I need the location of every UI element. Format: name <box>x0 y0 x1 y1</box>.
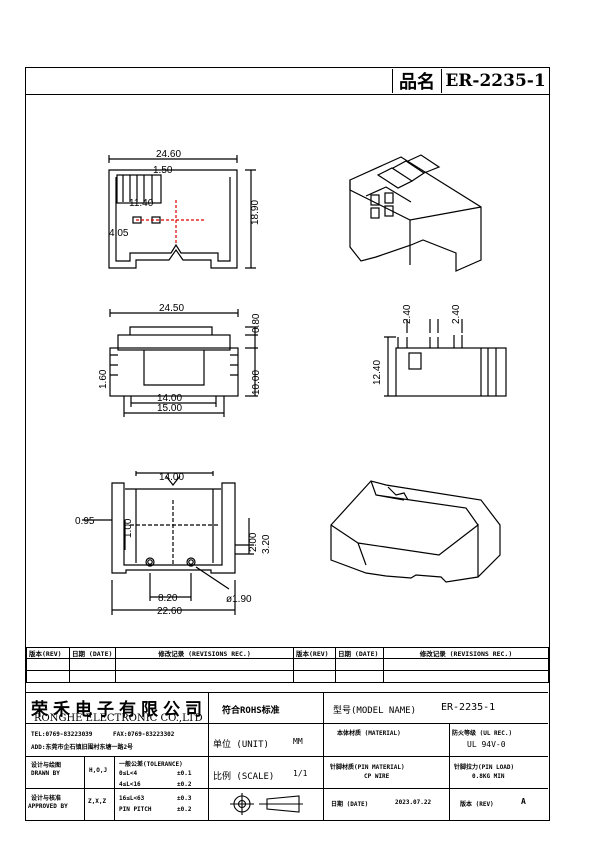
drawn-by-label: 设计与绘图 <box>31 762 62 769</box>
revision-header: 日期 (DATE) <box>335 647 384 659</box>
scale-label: 比例 (SCALE) <box>213 772 275 782</box>
model-label: 型号(MODEL NAME) <box>333 706 417 716</box>
tolerance-value: ±0.2 <box>177 781 192 788</box>
tolerance-range: PIN PITCH <box>119 806 152 813</box>
dim-front-height: 18.90 <box>250 200 261 225</box>
revision-header-row: 版本(REV) 日期 (DATE) 修改记录 (REVISIONS REC.) … <box>26 647 549 659</box>
sheet-frame <box>25 67 550 821</box>
revision-row <box>26 670 549 683</box>
approved-by-label: 设计与核准 <box>31 795 62 802</box>
dim-bottom-pitch: 8.20 <box>158 593 178 604</box>
drawn-by-en: DRAWN BY <box>31 770 60 777</box>
approved-by-en: APPROVED BY <box>28 803 68 810</box>
tolerance-range: 4≤L<16 <box>119 781 141 788</box>
rev-label: 版本 (REV) <box>460 801 494 808</box>
material-label: 本体材质 (MATERIAL) <box>337 730 401 737</box>
company-address: ADD:东莞市企石镇旧围村东塘一路2号 <box>31 744 134 751</box>
right-view <box>384 319 507 397</box>
technical-drawing: 24.60 1.50 11.40 4.05 18.90 24.50 0.80 1… <box>75 149 507 617</box>
dim-side-left: 1.60 <box>98 369 109 389</box>
part-name: ER-2235-1 <box>441 69 549 93</box>
tolerance-value: ±0.1 <box>177 770 192 777</box>
company-name-en: RONGHE ELECTRONIC CO.,LTD <box>34 713 203 724</box>
flame-label: 防火等级 (UL REC.) <box>452 730 513 737</box>
tolerance-value: ±0.2 <box>177 806 192 813</box>
dim-side-height: 10.00 <box>251 370 262 395</box>
dim-bottom-right2: 3.20 <box>261 534 272 554</box>
company-fax: FAX:0769-83223302 <box>113 731 175 738</box>
dim-right-pin1: 2.40 <box>402 304 413 324</box>
pin-load-value: 0.8KG MIN <box>472 773 505 780</box>
date-label: 日期 (DATE) <box>331 801 369 808</box>
dim-side-bottom2: 15.00 <box>157 403 182 414</box>
dim-bottom-width: 22.60 <box>157 606 182 617</box>
title-row-rule <box>26 723 548 724</box>
dim-side-width: 24.50 <box>159 303 184 314</box>
header-rule <box>25 94 550 95</box>
revision-header: 修改记录 (REVISIONS REC.) <box>383 647 549 659</box>
part-name-label: 品名 <box>392 69 441 93</box>
front-view <box>108 155 256 269</box>
tolerance-value: ±0.3 <box>177 795 192 802</box>
dim-side-bottom1: 14.00 <box>157 393 182 404</box>
bottom-view <box>82 471 254 615</box>
dim-side-top: 0.80 <box>251 313 262 333</box>
dim-bottom-hole: ø1.90 <box>226 594 252 605</box>
pin-load-label: 针脚拉力(PIN LOAD) <box>454 764 515 771</box>
rohs-label: 符合ROHS标准 <box>222 706 280 716</box>
revision-header: 版本(REV) <box>293 647 336 659</box>
dim-front-offset: 4.05 <box>109 228 129 239</box>
title-row-rule <box>26 756 548 757</box>
revision-row <box>26 658 549 671</box>
iso-view-top <box>349 154 482 272</box>
unit-label: 单位 (UNIT) <box>213 740 269 750</box>
dim-front-width: 24.60 <box>156 149 181 160</box>
dim-front-pitch: 1.50 <box>153 165 173 176</box>
rev-value: A <box>521 797 526 806</box>
pin-material-value: CP WIRE <box>364 773 390 780</box>
pin-material-label: 针脚材质(PIN MATERIAL) <box>330 764 405 771</box>
title-row-rule <box>26 788 548 789</box>
revision-table: 版本(REV) 日期 (DATE) 修改记录 (REVISIONS REC.) … <box>26 647 549 683</box>
dim-bottom-left2: 1.00 <box>123 518 134 538</box>
projection-symbol-icon <box>230 793 303 815</box>
dim-right-height: 12.40 <box>372 360 383 385</box>
approved-by-value: Z,X,Z <box>88 798 107 805</box>
title-block-top-rule <box>26 692 548 693</box>
model-value: ER-2235-1 <box>441 702 496 713</box>
dim-bottom-left1: 0.95 <box>75 516 95 527</box>
revision-header: 日期 (DATE) <box>69 647 116 659</box>
revision-header: 修改记录 (REVISIONS REC.) <box>115 647 294 659</box>
company-tel: TEL:0769-83223039 <box>31 731 93 738</box>
dim-right-pin2: 2.40 <box>451 304 462 324</box>
dim-bottom-right1: 2.00 <box>248 532 259 552</box>
flame-value: UL 94V-0 <box>467 740 506 749</box>
tolerance-range: 0≤L<4 <box>119 770 138 777</box>
tolerance-title: 一般公差(TOLERANCE) <box>119 761 183 768</box>
unit-value: MM <box>293 737 303 746</box>
date-value: 2023.07.22 <box>395 799 432 806</box>
company-name-cn: 荣禾电子有限公司 <box>31 700 207 720</box>
dim-front-inner: 11.40 <box>129 198 154 209</box>
revision-header: 版本(REV) <box>26 647 70 659</box>
title-divider <box>449 723 450 820</box>
scale-value: 1/1 <box>293 769 308 778</box>
tolerance-range: 16≤L<63 <box>119 795 145 802</box>
side-view <box>109 309 258 417</box>
dim-bottom-top: 14.00 <box>159 472 184 483</box>
drawn-by-value: H,O,J <box>89 767 108 774</box>
iso-view-bottom <box>330 480 501 583</box>
